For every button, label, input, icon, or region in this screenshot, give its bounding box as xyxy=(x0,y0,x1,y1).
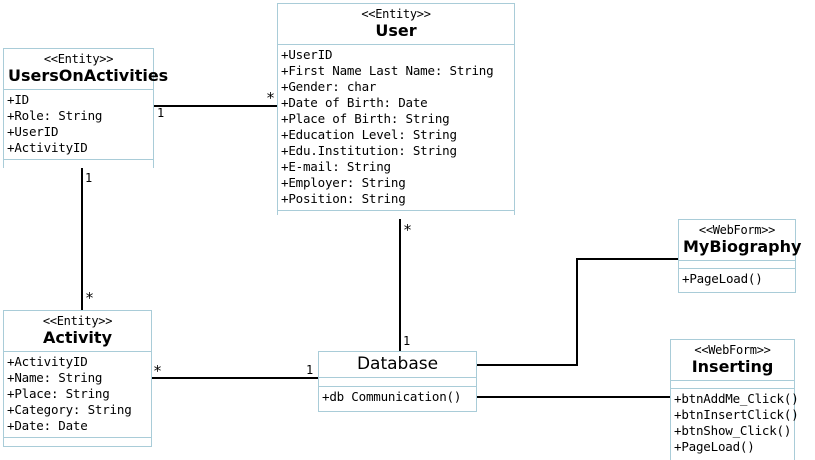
association-line-activity-database[interactable] xyxy=(152,377,319,379)
class-stereotype-inserting: <<WebForm>> xyxy=(694,343,771,357)
class-attributes-mybiography xyxy=(679,261,795,269)
class-header-user: <<Entity>> User xyxy=(278,4,514,45)
class-box-mybiography[interactable]: <<WebForm>> MyBiography +PageLoad() xyxy=(678,219,802,293)
class-operation: +btnShow_Click() xyxy=(674,423,792,438)
class-box-inserting[interactable]: <<WebForm>> Inserting +btnAddMe_Click() … xyxy=(670,339,799,460)
class-operations-activity xyxy=(4,438,151,446)
class-name-inserting: Inserting xyxy=(691,357,774,376)
class-operations-database: +db Communication() xyxy=(319,387,476,408)
class-stereotype-usersonactivities: <<Entity>> xyxy=(43,52,114,66)
class-name-user: User xyxy=(375,21,417,40)
class-attribute: +First Name Last Name: String xyxy=(281,63,494,78)
class-operations-mybiography: +PageLoad() xyxy=(679,269,795,290)
class-name-activity: Activity xyxy=(43,328,112,347)
class-attribute: +ID xyxy=(7,92,29,107)
class-attribute: +UserID xyxy=(7,124,59,139)
class-header-activity: <<Entity>> Activity xyxy=(4,311,151,352)
class-attribute: +Role: String xyxy=(7,108,103,123)
class-box-usersonactivities[interactable]: <<Entity>> UsersOnActivities +ID +Role: … xyxy=(3,48,169,168)
class-operations-user xyxy=(278,211,514,219)
class-header-usersonactivities: <<Entity>> UsersOnActivities xyxy=(4,49,169,90)
class-box-activity[interactable]: <<Entity>> Activity +ActivityID +Name: S… xyxy=(3,310,152,447)
class-attribute: +Place: String xyxy=(7,386,110,401)
association-line-usersonactivities-user[interactable] xyxy=(154,105,277,107)
association-line-user-database[interactable] xyxy=(399,215,401,352)
association-line-database-mybiography-segment3[interactable] xyxy=(576,258,678,260)
class-attribute: +Date of Birth: Date xyxy=(281,95,428,110)
class-operation: +PageLoad() xyxy=(682,271,763,286)
class-attribute: +UserID xyxy=(281,47,333,62)
class-name-usersonactivities: UsersOnActivities xyxy=(8,66,169,85)
class-operations-inserting: +btnAddMe_Click() +btnInsertClick() +btn… xyxy=(671,389,799,458)
class-header-database: Database xyxy=(319,352,476,378)
class-header-mybiography: <<WebForm>> MyBiography xyxy=(679,220,802,261)
association-line-database-mybiography-segment1[interactable] xyxy=(477,364,578,366)
class-operation: +db Communication() xyxy=(322,389,462,404)
class-box-user[interactable]: <<Entity>> User +UserID +First Name Last… xyxy=(277,3,515,219)
multiplicity-user-database-from: * xyxy=(403,221,413,239)
association-line-database-inserting[interactable] xyxy=(477,396,678,398)
class-attribute: +Category: String xyxy=(7,402,132,417)
class-header-inserting: <<WebForm>> Inserting xyxy=(671,340,794,381)
class-stereotype-user: <<Entity>> xyxy=(361,7,431,21)
class-attributes-usersonactivities: +ID +Role: String +UserID +ActivityID xyxy=(4,90,153,160)
class-attribute: +Gender: char xyxy=(281,79,377,94)
class-operation: +btnInsertClick() xyxy=(674,407,799,422)
multiplicity-activity-database-from: * xyxy=(153,362,163,380)
class-attributes-database xyxy=(319,378,476,387)
class-stereotype-activity: <<Entity>> xyxy=(42,314,113,328)
class-operation: +btnAddMe_Click() xyxy=(674,391,799,406)
multiplicity-user-database-to: 1 xyxy=(403,334,411,348)
class-operations-usersonactivities xyxy=(4,160,153,168)
class-box-database[interactable]: Database +db Communication() xyxy=(318,351,477,412)
multiplicity-usersonactivities-activity-to: * xyxy=(85,289,95,307)
class-attribute: +Education Level: String xyxy=(281,127,457,142)
multiplicity-usersonactivities-activity-from: 1 xyxy=(85,171,93,185)
association-line-database-mybiography-segment2[interactable] xyxy=(576,258,578,366)
class-stereotype-mybiography: <<WebForm>> xyxy=(698,223,776,237)
class-attribute: +Date: Date xyxy=(7,418,88,433)
class-attribute: +E-mail: String xyxy=(281,159,391,174)
multiplicity-usersonactivities-user-to: * xyxy=(266,89,276,107)
class-attribute: +Place of Birth: String xyxy=(281,111,450,126)
class-name-mybiography: MyBiography xyxy=(683,237,802,256)
multiplicity-activity-database-to: 1 xyxy=(306,363,314,377)
association-line-usersonactivities-activity[interactable] xyxy=(81,168,83,310)
class-attribute: +ActivityID xyxy=(7,354,88,369)
class-attribute: +Name: String xyxy=(7,370,103,385)
class-name-database: Database xyxy=(356,354,439,374)
class-attribute: +Position: String xyxy=(281,191,406,206)
class-attribute: +Employer: String xyxy=(281,175,406,190)
class-attributes-user: +UserID +First Name Last Name: String +G… xyxy=(278,45,514,211)
class-operation: +PageLoad() xyxy=(674,439,755,454)
multiplicity-usersonactivities-user-from: 1 xyxy=(157,106,165,120)
class-attribute: +ActivityID xyxy=(7,140,88,155)
class-attributes-activity: +ActivityID +Name: String +Place: String… xyxy=(4,352,151,438)
class-attributes-inserting xyxy=(671,381,794,389)
class-attribute: +Edu.Institution: String xyxy=(281,143,457,158)
